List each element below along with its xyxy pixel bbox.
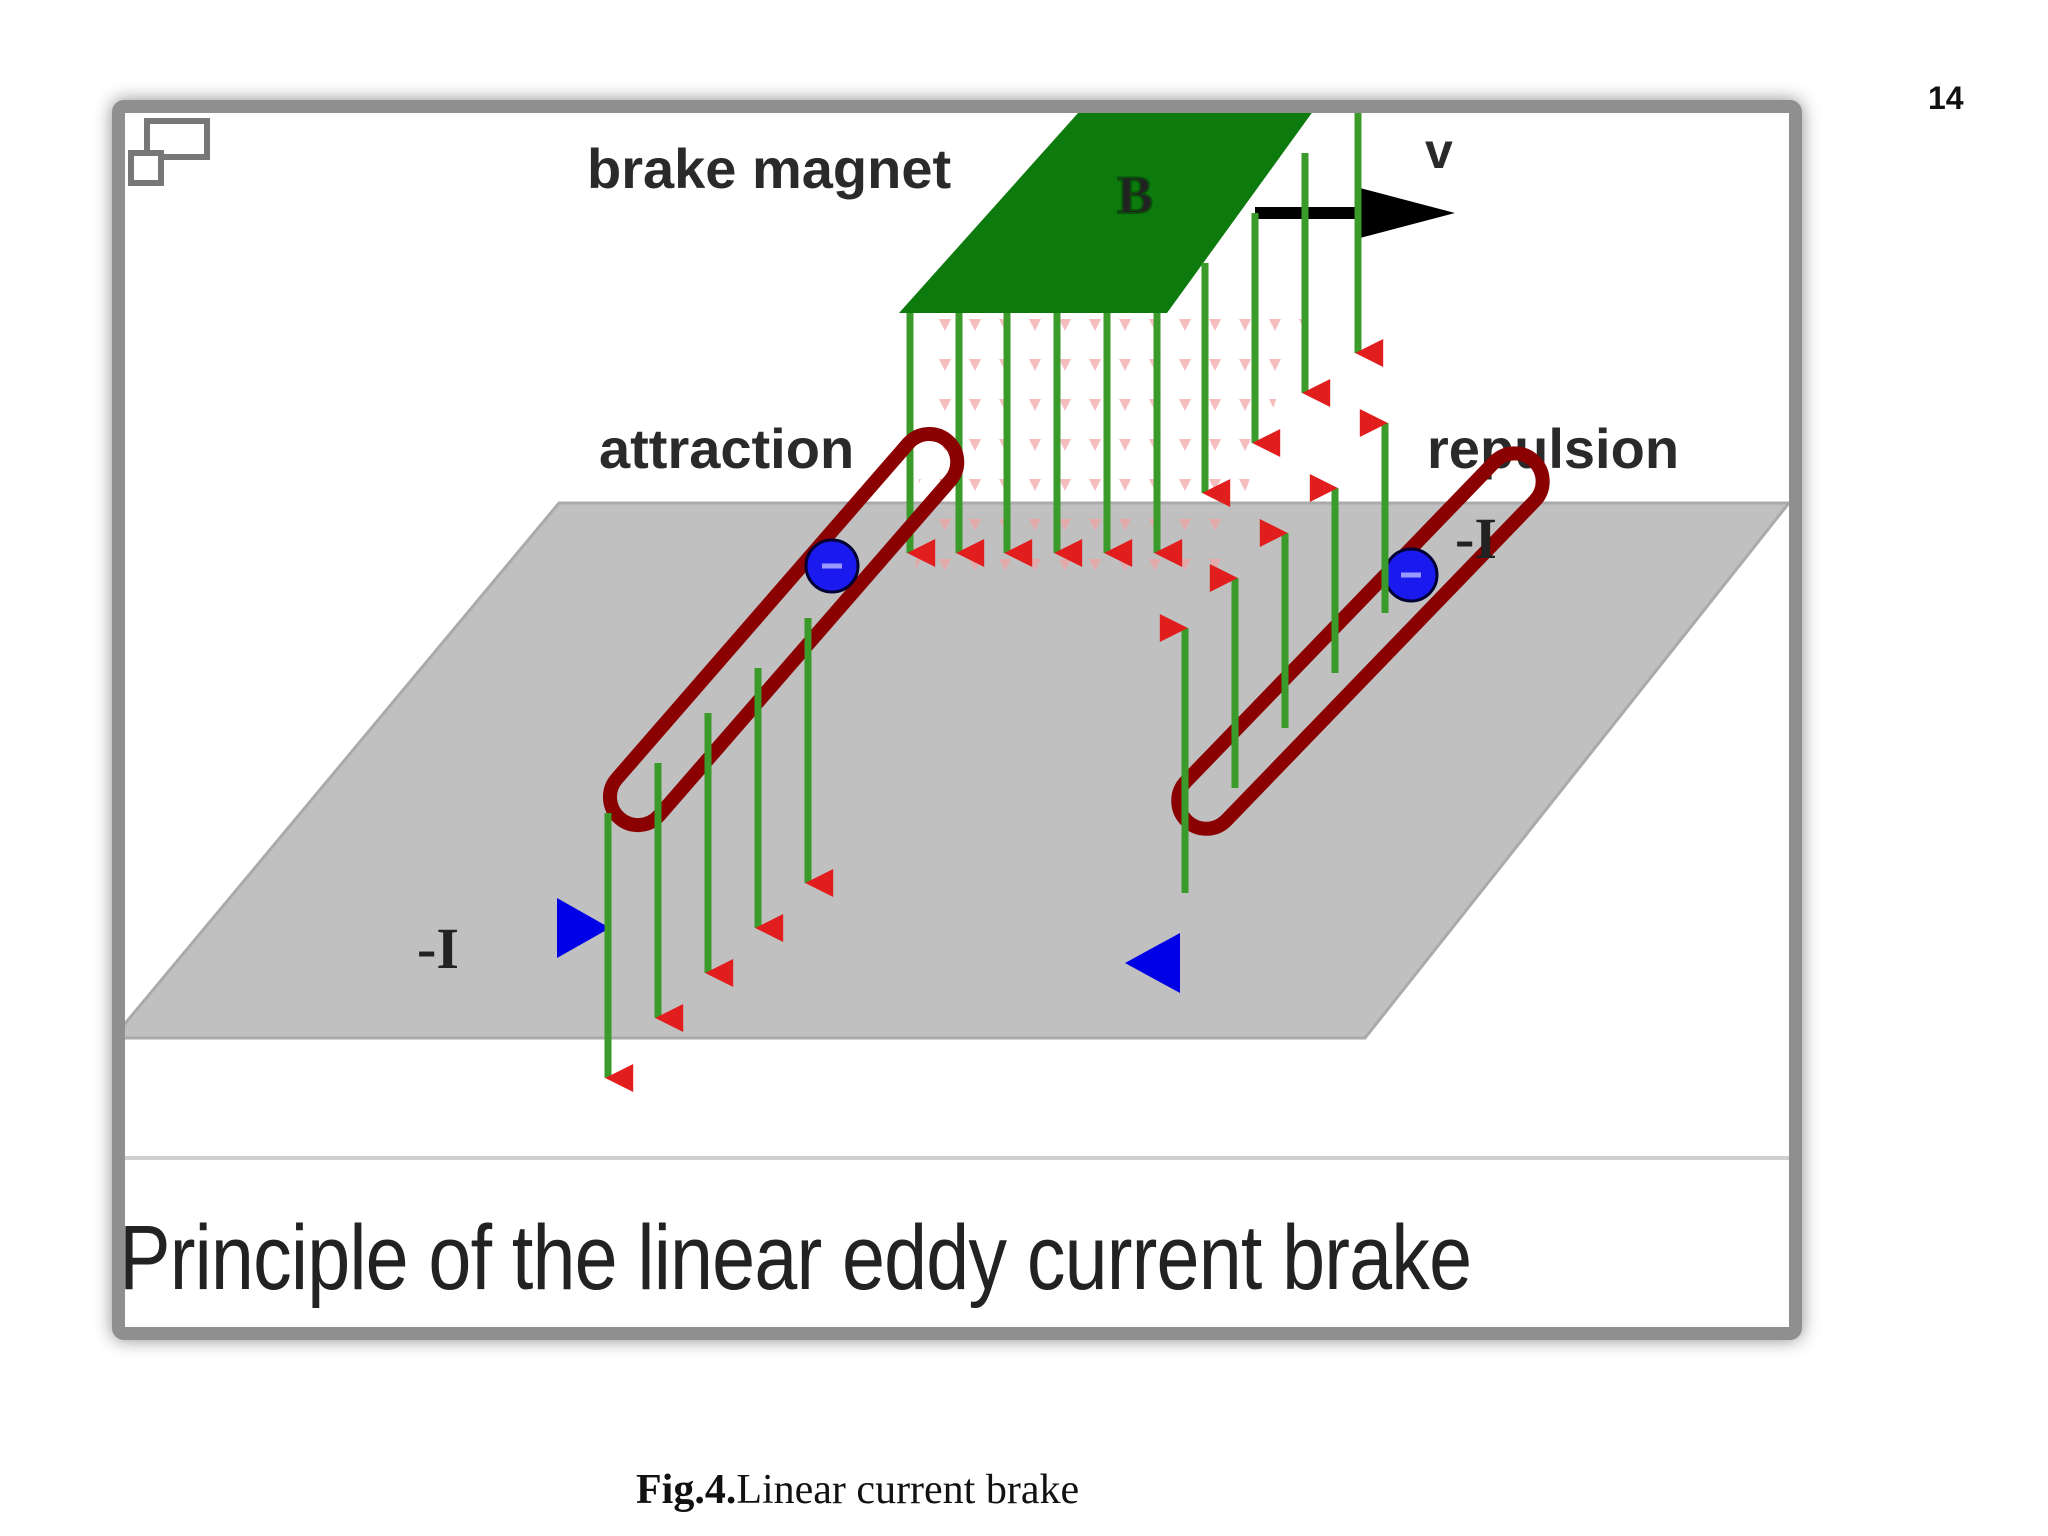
direction-marker-right [1125, 933, 1180, 993]
repulsion-label: repulsion [1427, 417, 1679, 480]
conductor-plate [125, 501, 1789, 1040]
diagram-caption: Principle of the linear eddy current bra… [119, 1207, 1472, 1309]
attraction-label: attraction [599, 417, 854, 480]
velocity-label: v [1425, 123, 1453, 179]
brake-magnet [899, 113, 1312, 313]
figure-frame: B v brake magnet attraction repulsion [112, 100, 1802, 1340]
field-lines-right-loop [1159, 409, 1389, 893]
expand-icon[interactable] [125, 113, 215, 203]
eddy-brake-diagram: B v brake magnet attraction repulsion [125, 113, 1789, 1160]
direction-marker-left [557, 898, 610, 958]
figure-caption-text: Linear current brake [736, 1467, 1080, 1513]
field-lines-left-loop [604, 618, 834, 1092]
page-number: 14 [1928, 80, 1964, 116]
velocity-arrowhead [1360, 188, 1455, 238]
field-label: B [1117, 165, 1153, 225]
current-label-right: -I [1455, 506, 1497, 571]
current-label-left: -I [417, 916, 459, 981]
brake-magnet-label: brake magnet [587, 137, 951, 200]
figure-caption: Fig.4.Linear current brake [636, 1466, 1079, 1514]
figure-number: Fig.4. [636, 1467, 737, 1513]
